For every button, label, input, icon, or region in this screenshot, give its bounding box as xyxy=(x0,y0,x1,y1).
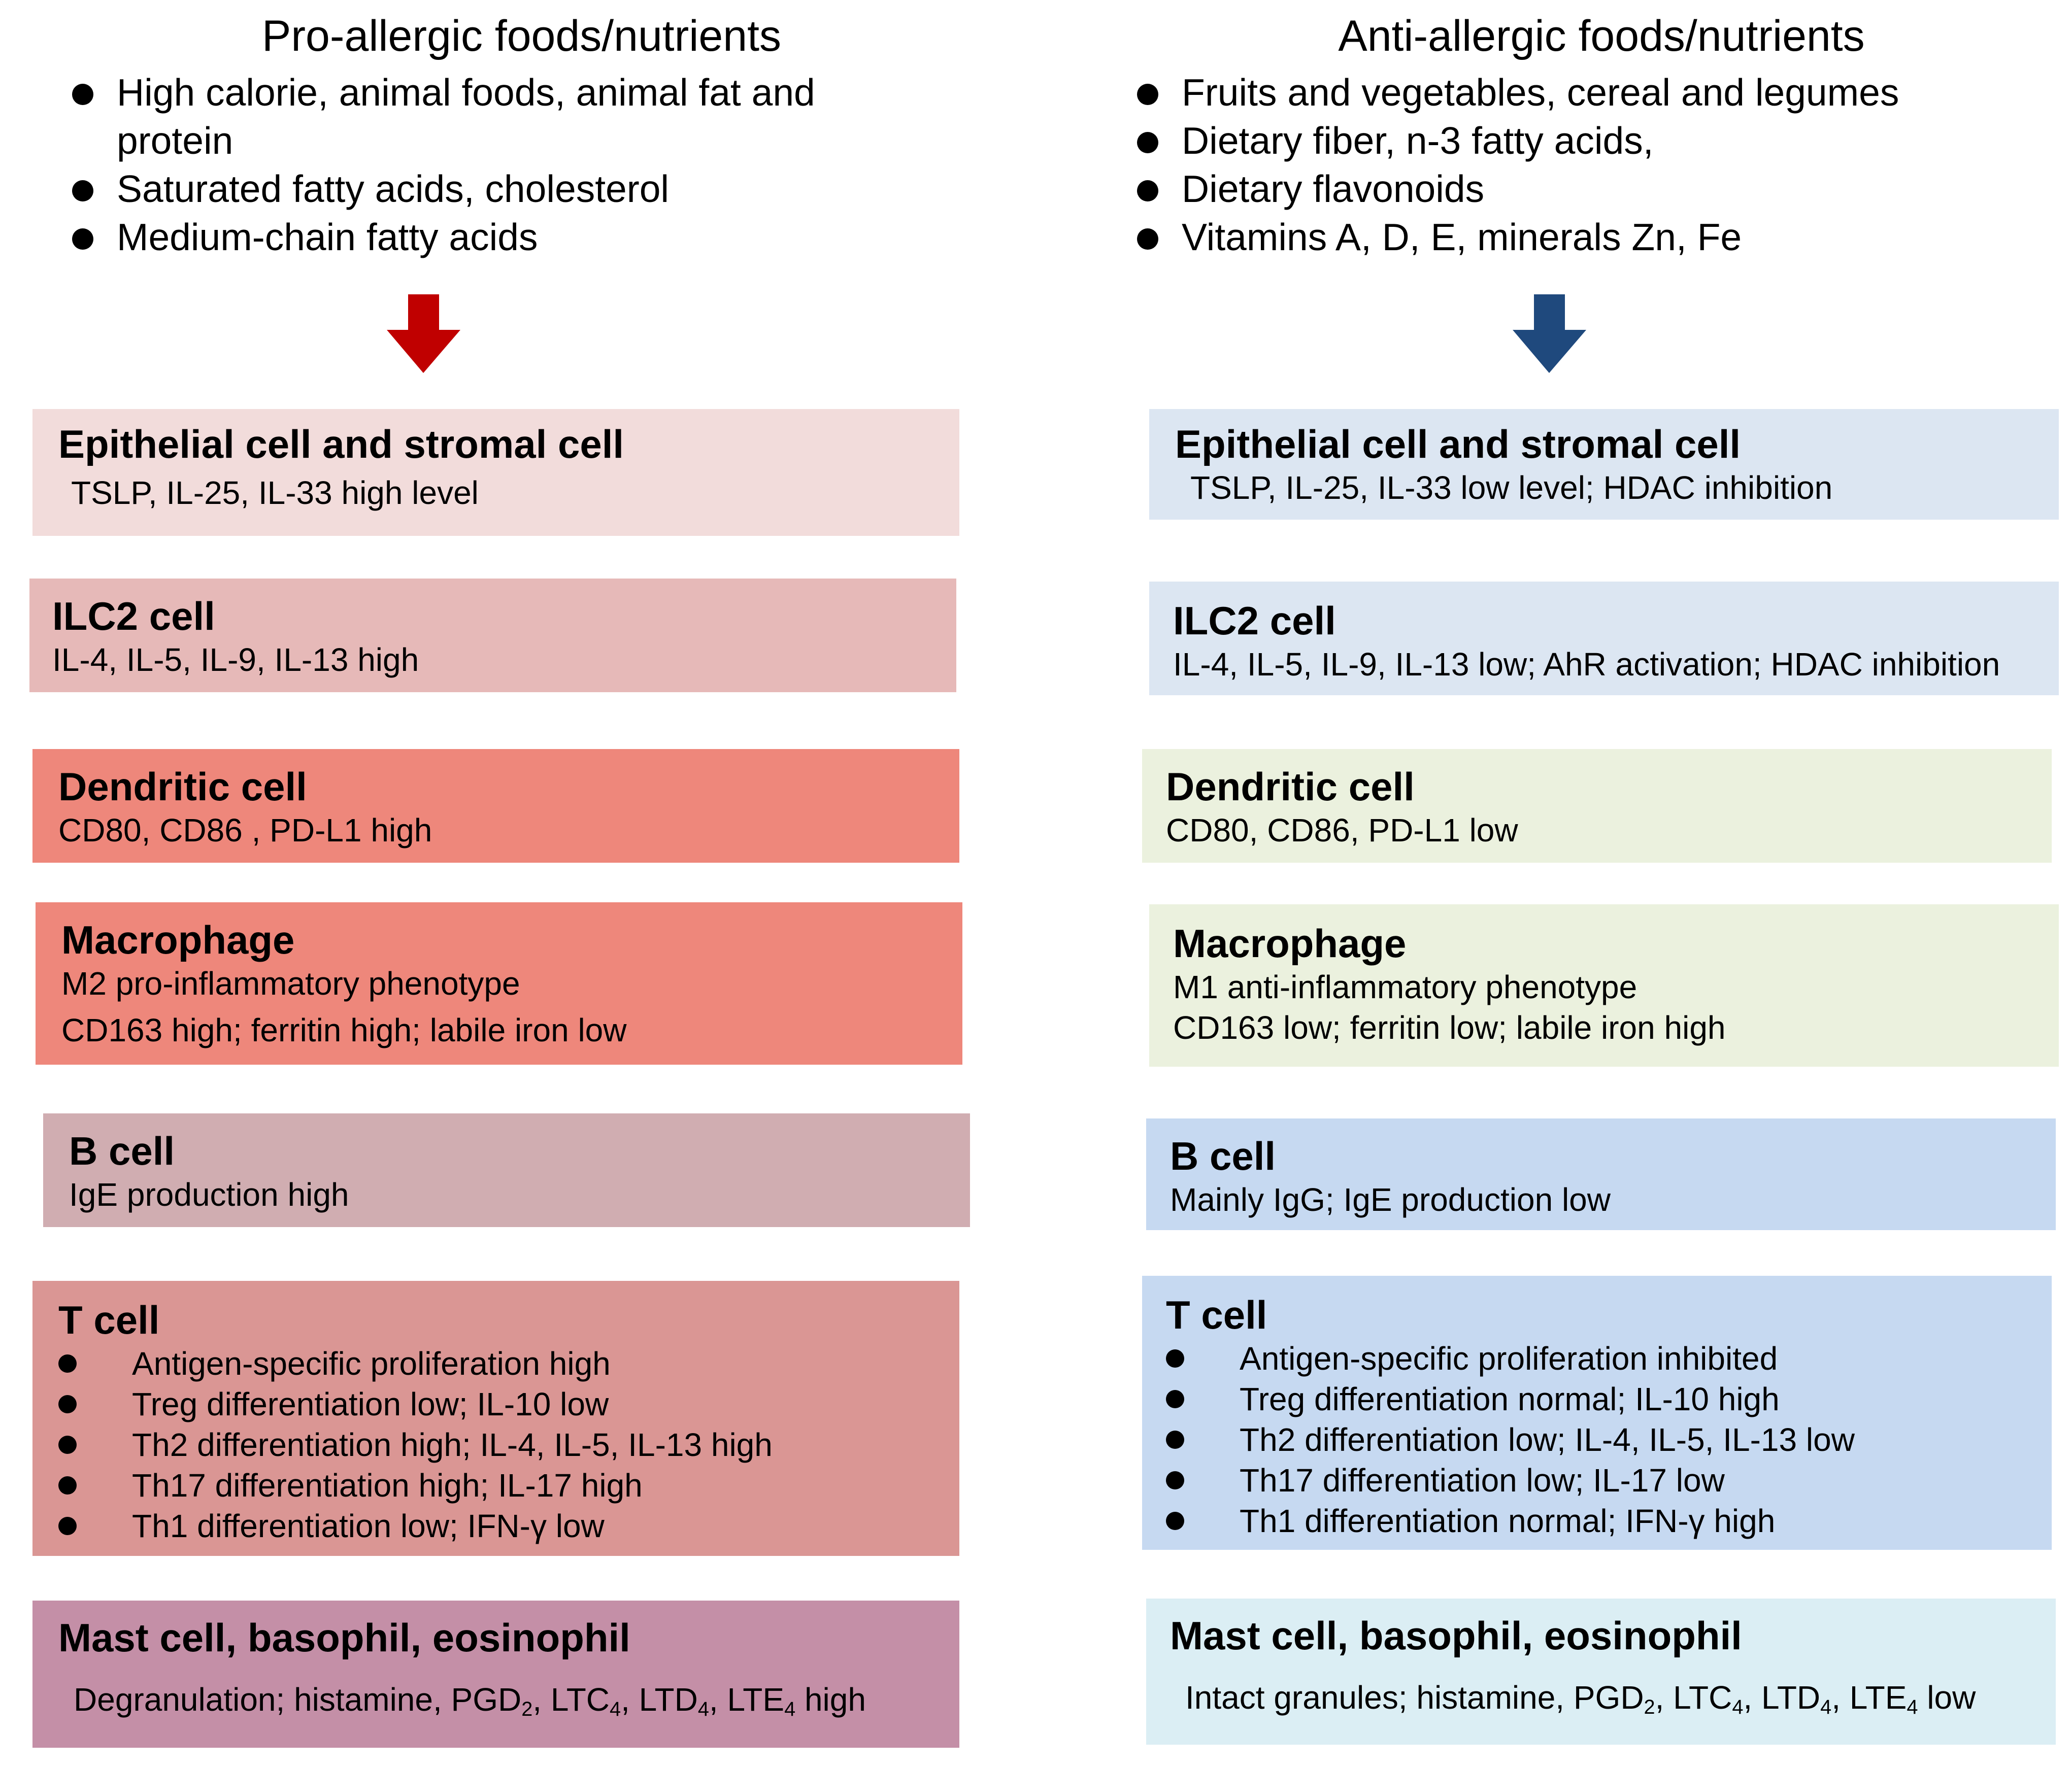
left-ilc2-box: ILC2 cell IL-4, IL-5, IL-9, IL-13 high xyxy=(29,579,956,692)
box-title: Dendritic cell xyxy=(58,764,307,809)
anti-allergic-title: Anti-allergic foods/nutrients xyxy=(1338,12,1865,60)
right-mast-box: Mast cell, basophil, eosinophil Intact g… xyxy=(1146,1599,2056,1745)
anti-allergic-foods-list: Fruits and vegetables, cereal and legume… xyxy=(1137,69,2061,261)
list-item: Fruits and vegetables, cereal and legume… xyxy=(1137,69,2061,117)
box-title: Dendritic cell xyxy=(1166,764,1415,809)
box-line: IL-4, IL-5, IL-9, IL-13 high xyxy=(52,641,419,678)
box-title: T cell xyxy=(58,1298,160,1342)
pro-allergic-title: Pro-allergic foods/nutrients xyxy=(262,12,781,60)
list-item: Vitamins A, D, E, minerals Zn, Fe xyxy=(1137,213,2061,261)
list-item: Th17 differentiation low; IL-17 low xyxy=(1166,1460,2050,1501)
list-item: Th1 differentiation normal; IFN-γ high xyxy=(1166,1501,2050,1541)
right-tcell-box: T cell Antigen-specific proliferation in… xyxy=(1142,1276,2052,1550)
box-title: B cell xyxy=(69,1129,175,1173)
box-line: CD163 high; ferritin high; labile iron l… xyxy=(61,1012,627,1048)
pro-allergic-foods-list: High calorie, animal foods, animal fat a… xyxy=(72,69,894,261)
list-item: Treg differentiation low; IL-10 low xyxy=(58,1384,958,1424)
box-line: TSLP, IL-25, IL-33 high level xyxy=(71,474,479,511)
box-title: T cell xyxy=(1166,1293,1267,1337)
list-item: High calorie, animal foods, animal fat a… xyxy=(72,69,894,165)
list-item: Antigen-specific proliferation inhibited xyxy=(1166,1338,2050,1379)
box-line: TSLP, IL-25, IL-33 low level; HDAC inhib… xyxy=(1190,469,1833,506)
list-item: Medium-chain fatty acids xyxy=(72,213,894,261)
box-line: CD80, CD86, PD-L1 low xyxy=(1166,812,1518,848)
right-ilc2-box: ILC2 cell IL-4, IL-5, IL-9, IL-13 low; A… xyxy=(1149,582,2059,695)
down-arrow-icon xyxy=(387,294,460,373)
box-line: IL-4, IL-5, IL-9, IL-13 low; AhR activat… xyxy=(1173,646,2000,683)
left-epithelial-box: Epithelial cell and stromal cell TSLP, I… xyxy=(32,409,959,536)
box-line: Degranulation; histamine, PGD2, LTC4, LT… xyxy=(74,1681,866,1720)
box-line: Mainly IgG; IgE production low xyxy=(1170,1181,1611,1218)
list-item: Dietary fiber, n-3 fatty acids, xyxy=(1137,117,2061,165)
box-title: Macrophage xyxy=(61,918,295,962)
list-item: Th1 differentiation low; IFN-γ low xyxy=(58,1506,958,1546)
list-item: Th2 differentiation low; IL-4, IL-5, IL-… xyxy=(1166,1419,2050,1460)
tcell-bullets: Antigen-specific proliferation high Treg… xyxy=(58,1343,958,1546)
box-line: M2 pro-inflammatory phenotype xyxy=(61,965,520,1002)
list-item: Dietary flavonoids xyxy=(1137,165,2061,213)
down-arrow-icon xyxy=(1513,294,1586,373)
box-line: CD163 low; ferritin low; labile iron hig… xyxy=(1173,1009,1726,1046)
box-title: ILC2 cell xyxy=(1173,598,1336,643)
right-dendritic-box: Dendritic cell CD80, CD86, PD-L1 low xyxy=(1142,749,2052,863)
box-title: Mast cell, basophil, eosinophil xyxy=(58,1615,630,1660)
box-title: Macrophage xyxy=(1173,921,1407,966)
right-macrophage-box: Macrophage M1 anti-inflammatory phenotyp… xyxy=(1149,904,2059,1067)
list-item: Antigen-specific proliferation high xyxy=(58,1343,958,1384)
box-line: CD80, CD86 , PD-L1 high xyxy=(58,812,432,848)
right-epithelial-box: Epithelial cell and stromal cell TSLP, I… xyxy=(1149,409,2059,520)
list-item: Th2 differentiation high; IL-4, IL-5, IL… xyxy=(58,1424,958,1465)
list-item: Treg differentiation normal; IL-10 high xyxy=(1166,1379,2050,1419)
box-line: IgE production high xyxy=(69,1176,349,1213)
box-title: B cell xyxy=(1170,1134,1276,1178)
box-title: Mast cell, basophil, eosinophil xyxy=(1170,1613,1742,1658)
box-line: Intact granules; histamine, PGD2, LTC4, … xyxy=(1185,1679,1976,1718)
box-line: M1 anti-inflammatory phenotype xyxy=(1173,969,1637,1005)
list-item: Th17 differentiation high; IL-17 high xyxy=(58,1465,958,1506)
list-item: Saturated fatty acids, cholesterol xyxy=(72,165,894,213)
box-title: ILC2 cell xyxy=(52,594,215,638)
left-dendritic-box: Dendritic cell CD80, CD86 , PD-L1 high xyxy=(32,749,959,863)
left-mast-box: Mast cell, basophil, eosinophil Degranul… xyxy=(32,1601,959,1748)
box-title: Epithelial cell and stromal cell xyxy=(1175,422,1741,466)
left-bcell-box: B cell IgE production high xyxy=(43,1113,970,1227)
left-tcell-box: T cell Antigen-specific proliferation hi… xyxy=(32,1281,959,1556)
left-macrophage-box: Macrophage M2 pro-inflammatory phenotype… xyxy=(36,902,962,1065)
right-bcell-box: B cell Mainly IgG; IgE production low xyxy=(1146,1118,2056,1230)
box-title: Epithelial cell and stromal cell xyxy=(58,422,624,466)
tcell-bullets: Antigen-specific proliferation inhibited… xyxy=(1166,1338,2050,1541)
